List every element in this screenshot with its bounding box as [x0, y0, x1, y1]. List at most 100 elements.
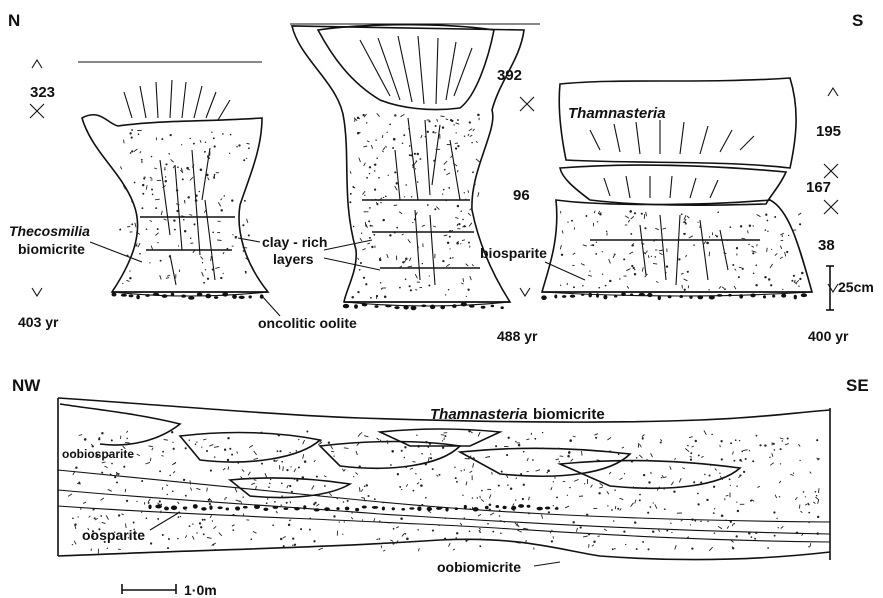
stipple-dash — [219, 533, 222, 536]
stipple-dot — [133, 529, 135, 531]
stipple-dash — [660, 439, 662, 441]
stipple-dot — [172, 442, 173, 443]
stipple-dot — [374, 498, 376, 500]
stipple-dash — [446, 173, 450, 175]
stipple-dot — [171, 431, 173, 433]
oolite-grain — [501, 306, 504, 309]
oosparite-leader — [150, 512, 180, 530]
stipple-dot — [405, 278, 407, 280]
stipple-dash — [246, 143, 249, 144]
stipple-dash — [639, 455, 642, 458]
stipple-dot — [736, 485, 737, 486]
stipple-dot — [300, 528, 302, 530]
stipple-dot — [706, 499, 708, 501]
stipple-dot — [401, 450, 403, 452]
stipple-dot — [196, 441, 197, 442]
stipple-dash — [718, 526, 722, 528]
oolite-grain — [554, 294, 557, 298]
stipple-dash — [627, 286, 629, 288]
stipple-dash — [594, 211, 595, 214]
stipple-dash — [468, 213, 471, 216]
stipple-dot — [227, 459, 229, 461]
stipple-dash — [79, 435, 83, 436]
stipple-dot — [220, 209, 222, 211]
stipple-dot — [534, 438, 536, 440]
stipple-dot — [261, 463, 263, 465]
oolite-grain — [658, 295, 661, 300]
stipple-dash — [682, 468, 685, 469]
stipple-dot — [709, 236, 710, 237]
stipple-dash — [781, 526, 784, 528]
stipple-dash — [817, 458, 821, 459]
stipple-dot — [404, 196, 405, 197]
stipple-dash — [720, 445, 721, 447]
stipple-dash — [358, 258, 359, 260]
stipple-dot — [363, 277, 365, 279]
stipple-dash — [446, 119, 449, 120]
stipple-dot — [749, 225, 751, 227]
stipple-dash — [68, 494, 72, 497]
stipple-dash — [361, 498, 364, 499]
oolite-grain — [403, 305, 408, 310]
stipple-dash — [208, 177, 210, 180]
stipple-dot — [357, 291, 359, 293]
stipple-dot — [654, 256, 656, 258]
stipple-dash — [289, 520, 291, 521]
stipple-dash — [248, 472, 250, 476]
stipple-dash — [254, 451, 257, 455]
stipple-dot — [700, 481, 702, 483]
stipple-dash — [638, 443, 639, 448]
stipple-dot — [448, 187, 450, 189]
stipple-dot — [631, 461, 633, 463]
stipple-dot — [183, 219, 185, 221]
stipple-dot — [369, 237, 371, 239]
oolite-grain — [112, 293, 117, 297]
stipple-dot — [164, 169, 165, 170]
oolite-grain — [697, 295, 703, 299]
oolite-grain — [193, 504, 198, 509]
stipple-dot — [141, 480, 143, 482]
stipple-dot — [495, 445, 497, 447]
stipple-dash — [417, 483, 419, 485]
stipple-dot — [799, 223, 801, 225]
stipple-dot — [429, 120, 431, 122]
stipple-dot — [602, 251, 603, 252]
oolite-grain — [162, 294, 168, 298]
stipple-dash — [785, 252, 786, 256]
stipple-dot — [412, 164, 414, 166]
oolite-grain — [129, 294, 134, 297]
stipple-dot — [280, 504, 282, 506]
stipple-dot — [190, 237, 192, 239]
stipple-dash — [178, 502, 179, 504]
oolite-grain — [372, 506, 379, 509]
stipple-dot — [661, 477, 662, 478]
stipple-dash — [671, 482, 673, 486]
stipple-dot — [489, 504, 492, 507]
stipple-dot — [468, 242, 470, 244]
stipple-dash — [600, 483, 603, 485]
stipple-dot — [742, 268, 744, 270]
coral-lens-5 — [560, 461, 740, 489]
stipple-dot — [741, 451, 743, 453]
north-label: N — [8, 11, 20, 30]
stipple-dash — [620, 478, 623, 480]
stipple-dash — [646, 212, 647, 216]
stipple-dot — [585, 215, 587, 217]
oolite-grain — [411, 306, 417, 311]
stipple-dot — [500, 532, 502, 534]
stipple-dot — [693, 481, 695, 483]
oolite-grain — [217, 506, 222, 509]
stipple-dot — [697, 493, 699, 495]
stipple-dot — [489, 509, 491, 511]
stipple-dash — [615, 506, 616, 509]
stipple-dash — [631, 503, 634, 507]
stipple-dot — [278, 434, 281, 437]
stipple-dot — [400, 517, 403, 520]
stipple-dot — [666, 265, 668, 267]
stipple-dot — [434, 208, 436, 210]
stipple-dot — [450, 257, 452, 259]
stipple-dot — [142, 184, 144, 186]
stipple-dot — [182, 178, 184, 180]
stipple-dot — [75, 466, 77, 468]
stipple-dot — [274, 501, 276, 503]
